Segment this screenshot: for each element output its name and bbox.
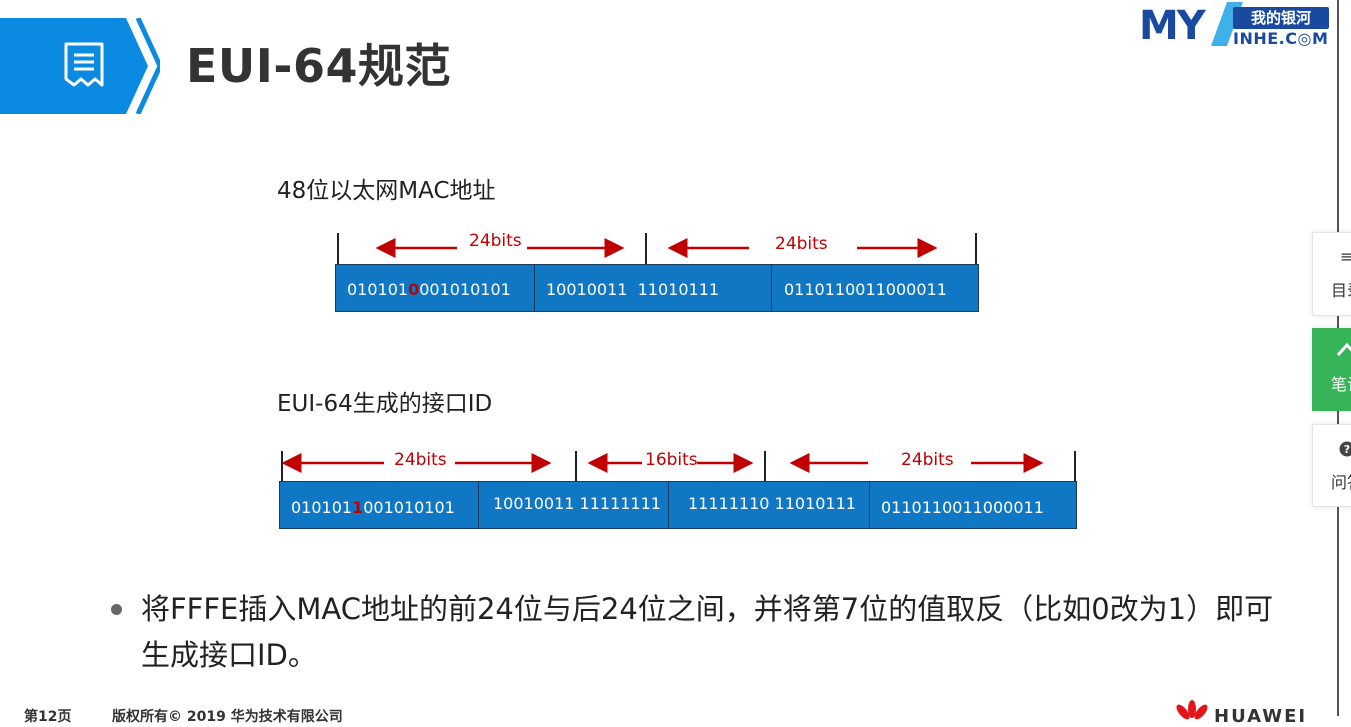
mac-segment-3: 0110110011000011: [771, 264, 979, 312]
eui-segment-3: 11111110 11010111: [668, 481, 870, 529]
eui-section-title: EUI-64生成的接口ID: [277, 384, 492, 418]
eui-span-label-1: 24bits: [394, 450, 447, 470]
eui-segment-1-text: 0101011001010101: [291, 498, 455, 517]
footer-copyright: 版权所有© 2019 华为技术有限公司: [112, 706, 343, 726]
sidebar-tab-contents[interactable]: ≡ 目录: [1312, 232, 1351, 316]
menu-list-icon: ≡: [1340, 247, 1351, 266]
eui-segment-3-text: 11111110 11010111: [688, 494, 856, 513]
eui-tick-2: [575, 451, 577, 481]
mac-segment-1-text: 0101010001010101: [347, 280, 511, 299]
sidebar-tab-contents-label: 目录: [1331, 277, 1351, 301]
footer-page-number: 第12页: [24, 706, 71, 726]
eui-segment-2: 10010011 11111111: [478, 481, 669, 529]
svg-text:?: ?: [1344, 443, 1350, 456]
mac-segment-3-text: 0110110011000011: [784, 280, 947, 299]
footer-brand: HUAWEI: [1214, 706, 1307, 727]
question-icon: ?: [1339, 441, 1351, 461]
bullet-dot: [111, 604, 122, 615]
eui-segment-4: 0110110011000011: [869, 481, 1077, 529]
eui-span-label-2: 16bits: [645, 450, 698, 470]
sidebar-tab-qa[interactable]: ? 问答: [1312, 424, 1351, 507]
mac-segment-2-text: 10010011 11010111: [546, 280, 719, 299]
mac-segment-2: 10010011 11010111: [534, 264, 772, 312]
pencil-icon: [1335, 339, 1351, 365]
eui-span-label-3: 24bits: [901, 450, 954, 470]
bullet-text: 将FFFE插入MAC地址的前24位与后24位之间，并将第7位的值取反（比如0改为…: [141, 586, 1291, 678]
eui-segment-4-text: 0110110011000011: [881, 498, 1044, 517]
sidebar-tab-notes-label: 笔记: [1331, 371, 1351, 395]
eui-segment-2-text: 10010011 11111111: [493, 494, 661, 513]
mac-segment-1: 0101010001010101: [335, 264, 535, 312]
sidebar-tab-qa-label: 问答: [1331, 469, 1351, 493]
sidebar-tab-notes[interactable]: 笔记: [1312, 328, 1351, 411]
eui-tick-3: [764, 451, 766, 481]
slide: EUI-64规范 MY 我的银河 INHE.C◎M 48位以太网MAC地址 24…: [0, 0, 1337, 716]
eui-tick-4: [1074, 451, 1076, 481]
eui-segment-1: 0101011001010101: [279, 481, 479, 529]
huawei-logo-icon: [1175, 700, 1209, 720]
eui-tick-1: [281, 451, 283, 481]
